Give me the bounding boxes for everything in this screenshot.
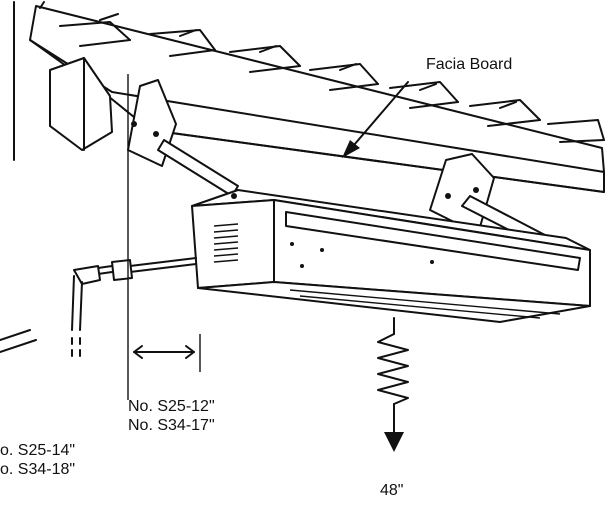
arrow-icon (342, 81, 409, 158)
clearance-label-upper-2: No. S34-17" (128, 417, 215, 434)
wall (0, 1, 37, 353)
facia-board (29, 39, 605, 193)
heater-unit (191, 189, 591, 323)
gas-pipe (71, 257, 197, 357)
clearance-label-upper-1: No. S25-12" (128, 398, 215, 415)
roof-shingles (29, 1, 605, 173)
bottom-clearance-label: 48" (380, 482, 404, 499)
control-vent (213, 223, 239, 263)
clearance-label-lower-2: o. S34-18" (0, 461, 76, 478)
clearance-label-lower-1: o. S25-14" (0, 442, 76, 459)
left-mounting-bracket (127, 79, 239, 197)
facia-board-label: Facia Board (426, 56, 513, 73)
double-arrow-icon (133, 345, 195, 359)
spring-icon (377, 317, 409, 452)
